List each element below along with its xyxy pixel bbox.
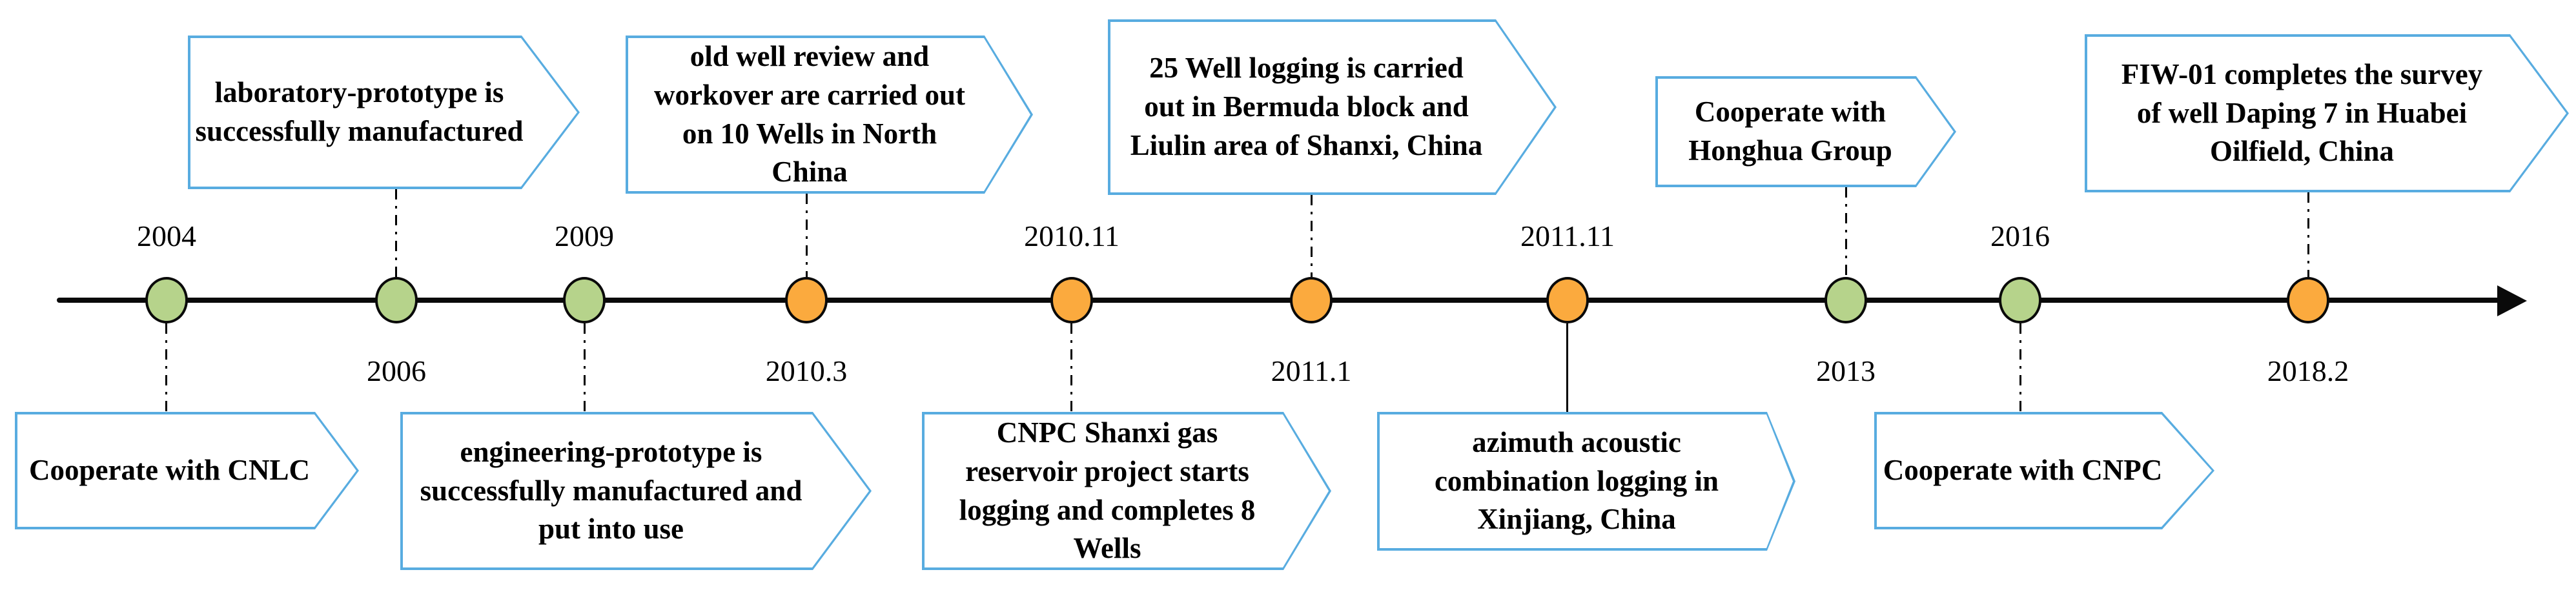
- callout-text-line: Xinjiang, China: [1477, 503, 1676, 536]
- callout-2016: Cooperate with CNPC: [1874, 412, 2214, 529]
- callout-text-line: reservoir project starts: [965, 454, 1249, 487]
- callout-text: engineering-prototype is successfully ma…: [400, 412, 872, 570]
- callout-text-line: Cooperate with CNPC: [1883, 454, 2163, 487]
- year-label-2013: 2013: [1816, 354, 1876, 387]
- connector-line-2009: [584, 323, 586, 412]
- callout-fill: [17, 414, 356, 527]
- callout-fill: [1110, 22, 1554, 192]
- callout-2004: Cooperate with CNLC: [15, 412, 359, 529]
- callout-text-line: Cooperate with: [1694, 96, 1886, 128]
- callout-text-line: old well review and: [690, 39, 930, 72]
- callout-fill: [628, 38, 1030, 191]
- connector-line-2013: [1845, 187, 1847, 277]
- callout-text: FIW-01 completes the survey of well Dapi…: [2085, 34, 2569, 192]
- year-label-2004: 2004: [137, 219, 196, 252]
- timeline-dot-2010-11: [1050, 277, 1093, 323]
- callout-2011-1: 25 Well logging is carried out in Bermud…: [1108, 19, 1557, 195]
- arrowhead-icon: [2497, 285, 2527, 316]
- timeline-dot-2013: [1825, 277, 1867, 323]
- callout-text-line: Wells: [1073, 532, 1141, 565]
- callout-text-line: put into use: [538, 513, 684, 546]
- connector-line-2010-11: [1070, 323, 1072, 412]
- callout-text-line: azimuth acoustic: [1472, 425, 1681, 458]
- connector-line-2016: [2019, 323, 2021, 412]
- callout-fill: [1877, 414, 2212, 527]
- timeline-dot-2004: [145, 277, 188, 323]
- timeline-dot-2011-11: [1546, 277, 1589, 323]
- callout-fill: [1658, 79, 1954, 185]
- callout-text-line: China: [772, 156, 848, 189]
- callout-text-line: of well Daping 7 in Huabei: [2136, 96, 2468, 129]
- timeline-dot-2011-1: [1290, 277, 1333, 323]
- timeline-axis: [57, 298, 2505, 303]
- callout-text-line: on 10 Wells in North: [682, 117, 937, 150]
- timeline-dot-2010-3: [785, 277, 828, 323]
- year-label-2010-11: 2010.11: [1024, 219, 1119, 252]
- callout-fill: [190, 38, 577, 187]
- year-label-2011-1: 2011.1: [1271, 354, 1352, 387]
- connector-line-2010-3: [806, 194, 808, 277]
- timeline-dot-2006: [375, 277, 418, 323]
- callout-text: azimuth acoustic combination logging in …: [1377, 412, 1795, 551]
- callout-text-line: out in Bermuda block and: [1144, 90, 1469, 123]
- callout-text-line: CNPC Shanxi gas: [996, 416, 1218, 449]
- callout-2006: laboratory-prototype is successfully man…: [188, 36, 580, 189]
- timeline-dot-2009: [563, 277, 606, 323]
- callout-text: CNPC Shanxi gas reservoir project starts…: [922, 412, 1331, 570]
- callout-fill: [925, 414, 1329, 567]
- callout-2013: Cooperate with Honghua Group: [1655, 76, 1956, 187]
- callout-text-line: 25 Well logging is carried: [1149, 52, 1464, 85]
- year-label-2010-3: 2010.3: [765, 354, 848, 387]
- callout-fill: [403, 414, 869, 567]
- callout-text-line: Honghua Group: [1688, 134, 1892, 167]
- callout-text-line: Oilfield, China: [2209, 135, 2395, 168]
- connector-line-2011-11: [1566, 323, 1568, 412]
- callout-2010-3: old well review and workover are carried…: [626, 36, 1033, 194]
- year-label-2009: 2009: [555, 219, 614, 252]
- callout-fill: [1380, 414, 1793, 548]
- callout-text-line: Cooperate with CNLC: [29, 454, 310, 487]
- connector-line-2011-1: [1311, 195, 1313, 277]
- timeline-dot-2018-2: [2287, 277, 2329, 323]
- connector-line-2018-2: [2307, 192, 2309, 277]
- callout-text-line: successfully manufactured and: [420, 474, 802, 507]
- callout-text-line: successfully manufactured: [195, 115, 524, 147]
- callout-text: Cooperate with CNPC: [1874, 412, 2214, 529]
- callout-2009: engineering-prototype is successfully ma…: [400, 412, 872, 570]
- callout-text: 25 Well logging is carried out in Bermud…: [1108, 19, 1557, 195]
- callout-fill: [2087, 37, 2566, 190]
- year-label-2006: 2006: [367, 354, 426, 387]
- year-label-2011-11: 2011.11: [1520, 219, 1615, 252]
- connector-line-2006: [395, 189, 397, 277]
- callout-text-line: combination logging in: [1434, 464, 1719, 497]
- callout-text-line: Liulin area of Shanxi, China: [1130, 128, 1483, 161]
- callout-text: laboratory-prototype is successfully man…: [188, 36, 580, 189]
- timeline-dot-2016: [1999, 277, 2041, 323]
- year-label-2018-2: 2018.2: [2267, 354, 2349, 387]
- callout-text-line: workover are carried out: [654, 78, 965, 111]
- callout-2010-11: CNPC Shanxi gas reservoir project starts…: [922, 412, 1331, 570]
- connector-line-2004: [165, 323, 167, 412]
- callout-text-line: engineering-prototype is: [460, 435, 762, 468]
- callout-2018-2: FIW-01 completes the survey of well Dapi…: [2085, 34, 2569, 192]
- callout-text-line: logging and completes 8: [959, 493, 1256, 526]
- callout-text-line: laboratory-prototype is: [214, 76, 504, 109]
- year-label-2016: 2016: [1990, 219, 2050, 252]
- callout-text: Cooperate with CNLC: [15, 412, 359, 529]
- callout-text: Cooperate with Honghua Group: [1655, 76, 1956, 187]
- callout-2011-11: azimuth acoustic combination logging in …: [1377, 412, 1795, 551]
- callout-text-line: FIW-01 completes the survey: [2121, 57, 2483, 90]
- callout-text: old well review and workover are carried…: [626, 36, 1033, 194]
